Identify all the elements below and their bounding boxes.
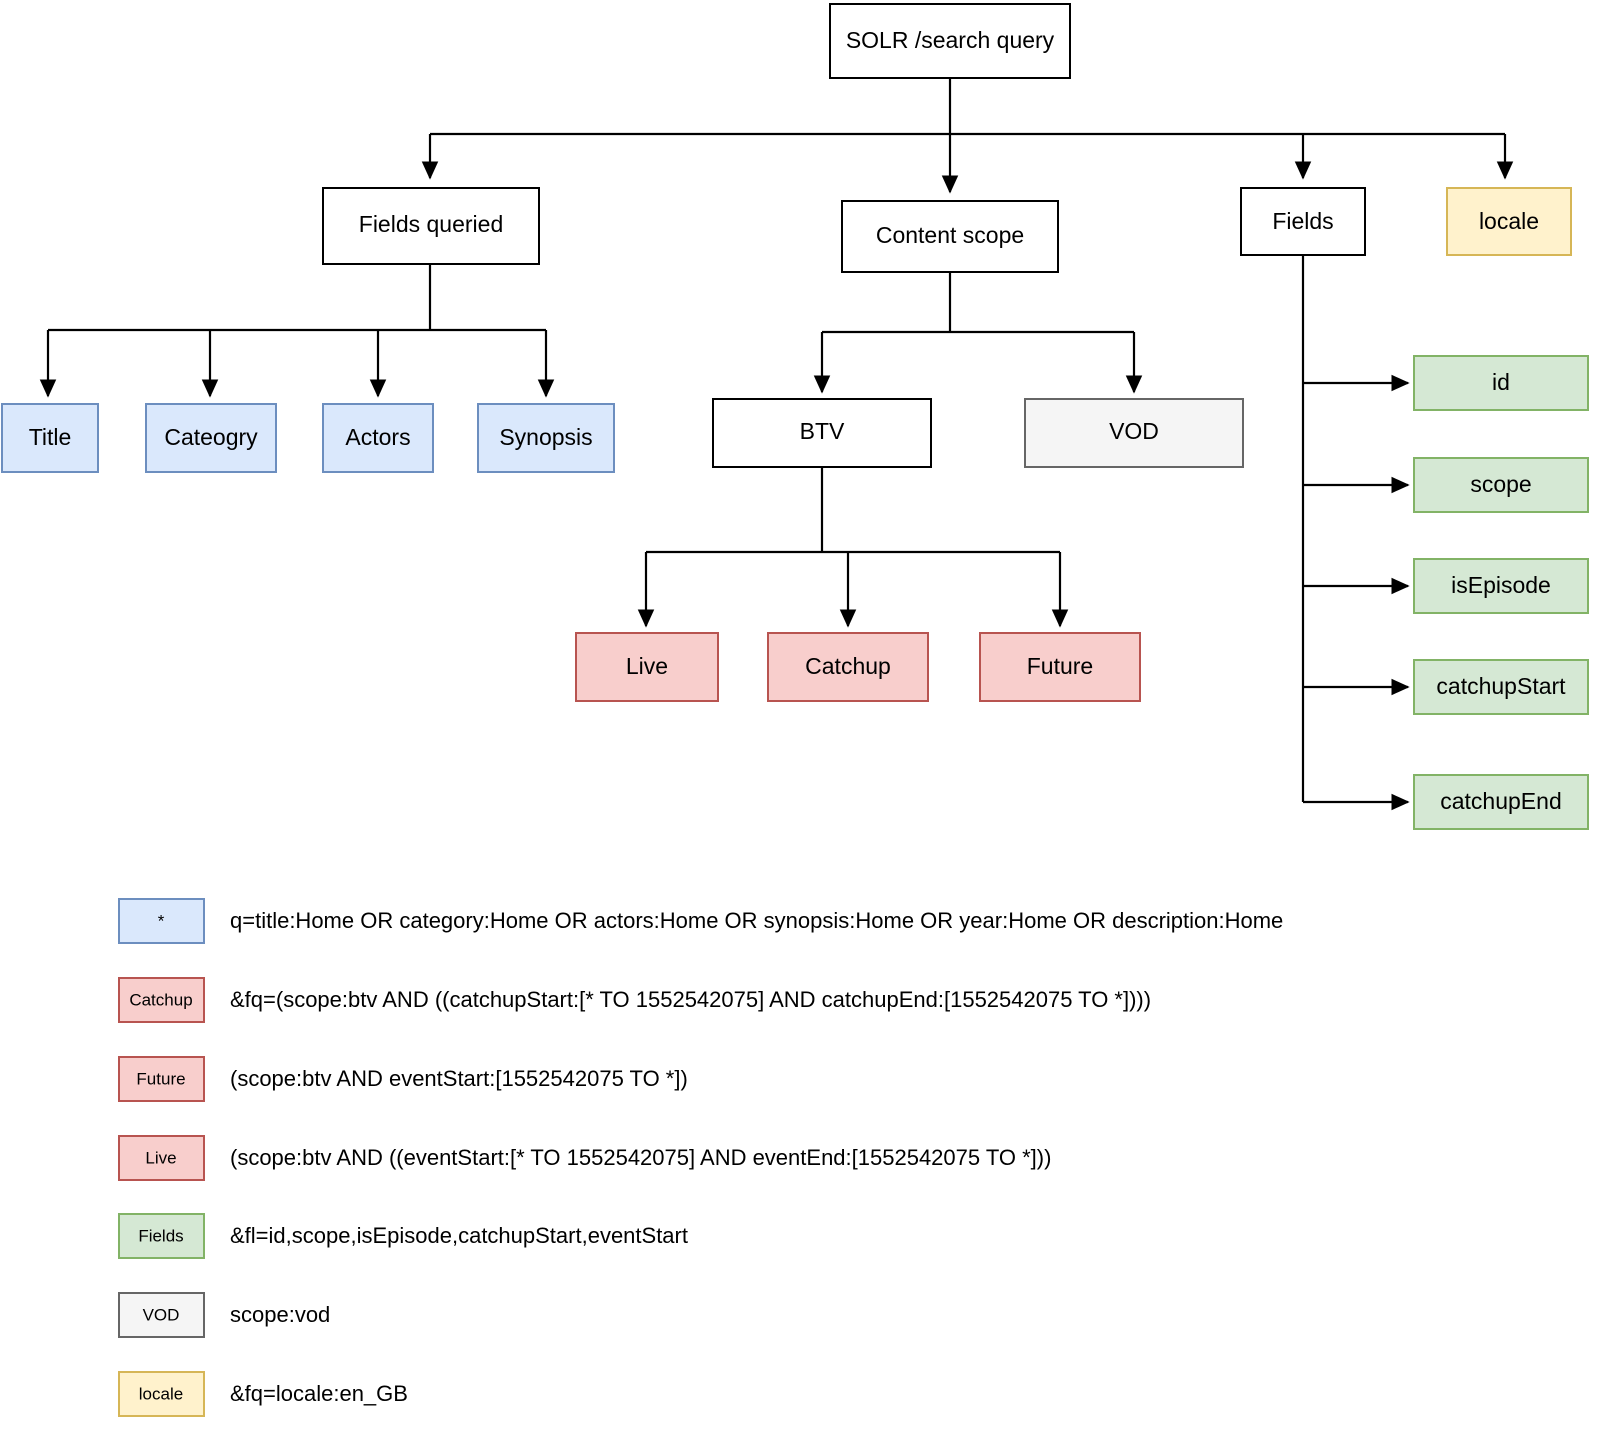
legend-row-locale[interactable]: locale &fq=locale:en_GB — [118, 1371, 408, 1417]
node-vod[interactable]: VOD — [1024, 398, 1244, 468]
node-locale[interactable]: locale — [1446, 187, 1572, 256]
legend-description: (scope:btv AND ((eventStart:[* TO 155254… — [230, 1145, 1051, 1170]
node-label: Synopsis — [499, 424, 592, 450]
node-synopsis[interactable]: Synopsis — [477, 403, 615, 473]
edges-root-to-level1 — [421, 78, 1514, 194]
legend-row-catchup[interactable]: Catchup &fq=(scope:btv AND ((catchupStar… — [118, 977, 1151, 1023]
node-fields-queried[interactable]: Fields queried — [322, 187, 540, 265]
node-label: Live — [626, 653, 668, 679]
node-label: isEpisode — [1451, 572, 1551, 598]
legend-description: (scope:btv AND eventStart:[1552542075 TO… — [230, 1066, 688, 1091]
legend-chip — [118, 898, 205, 944]
node-label: Future — [1027, 653, 1093, 679]
edges-content-scope — [813, 272, 1143, 394]
legend-chip-label: Live — [145, 1148, 176, 1167]
legend-row-live[interactable]: Live (scope:btv AND ((eventStart:[* TO 1… — [118, 1135, 1051, 1181]
node-field-isepisode[interactable]: isEpisode — [1413, 558, 1589, 614]
node-label: Fields — [1272, 208, 1333, 234]
legend-chip — [118, 1292, 205, 1338]
legend-chip — [118, 1213, 205, 1259]
node-catchup[interactable]: Catchup — [767, 632, 929, 702]
node-cateogry[interactable]: Cateogry — [145, 403, 277, 473]
legend-description: &fq=(scope:btv AND ((catchupStart:[* TO … — [230, 987, 1151, 1012]
legend-chip-label: Fields — [138, 1226, 183, 1245]
node-label: catchupEnd — [1440, 788, 1561, 814]
node-label: Cateogry — [164, 424, 258, 450]
legend-chip-label: * — [158, 911, 165, 930]
legend-description: q=title:Home OR category:Home OR actors:… — [230, 908, 1283, 933]
node-field-catchupstart[interactable]: catchupStart — [1413, 659, 1589, 715]
edges-fields-list — [1301, 255, 1410, 811]
node-label: Title — [29, 424, 72, 450]
node-label: id — [1492, 369, 1510, 395]
node-label: locale — [1479, 208, 1539, 234]
legend-chip — [118, 1135, 205, 1181]
legend-chip-label: VOD — [143, 1305, 180, 1324]
legend-chip-label: Future — [136, 1069, 185, 1088]
legend-chip — [118, 1371, 205, 1417]
node-label: Catchup — [805, 653, 891, 679]
edges-btv-children — [637, 467, 1069, 628]
node-label: VOD — [1109, 418, 1159, 444]
legend-chip-label: Catchup — [129, 990, 192, 1009]
node-actors[interactable]: Actors — [322, 403, 434, 473]
node-label: BTV — [800, 418, 845, 444]
node-content-scope[interactable]: Content scope — [841, 200, 1059, 273]
legend-row-vod[interactable]: VOD scope:vod — [118, 1292, 330, 1338]
node-fields[interactable]: Fields — [1240, 187, 1366, 256]
node-label: scope — [1470, 471, 1531, 497]
node-solr-search-query[interactable]: SOLR /search query — [829, 3, 1071, 79]
legend: * q=title:Home OR category:Home OR actor… — [118, 898, 1283, 1417]
legend-chip — [118, 1056, 205, 1102]
legend-row-asterisk[interactable]: * q=title:Home OR category:Home OR actor… — [118, 898, 1283, 944]
node-live[interactable]: Live — [575, 632, 719, 702]
edges-fields-queried — [39, 264, 555, 398]
legend-description: &fl=id,scope,isEpisode,catchupStart,even… — [230, 1223, 688, 1248]
node-field-catchupend[interactable]: catchupEnd — [1413, 774, 1589, 830]
legend-row-fields[interactable]: Fields &fl=id,scope,isEpisode,catchupSta… — [118, 1213, 688, 1259]
node-label: Fields queried — [359, 211, 503, 237]
legend-description: scope:vod — [230, 1302, 330, 1327]
node-btv[interactable]: BTV — [712, 398, 932, 468]
node-label: Content scope — [876, 222, 1024, 248]
node-title[interactable]: Title — [1, 403, 99, 473]
node-future[interactable]: Future — [979, 632, 1141, 702]
legend-chip — [118, 977, 205, 1023]
legend-description: &fq=locale:en_GB — [230, 1381, 408, 1406]
node-field-id[interactable]: id — [1413, 355, 1589, 411]
node-label: catchupStart — [1436, 673, 1566, 699]
node-label: SOLR /search query — [846, 27, 1055, 53]
node-field-scope[interactable]: scope — [1413, 457, 1589, 513]
legend-row-future[interactable]: Future (scope:btv AND eventStart:[155254… — [118, 1056, 688, 1102]
node-label: Actors — [345, 424, 410, 450]
legend-chip-label: locale — [139, 1384, 183, 1403]
